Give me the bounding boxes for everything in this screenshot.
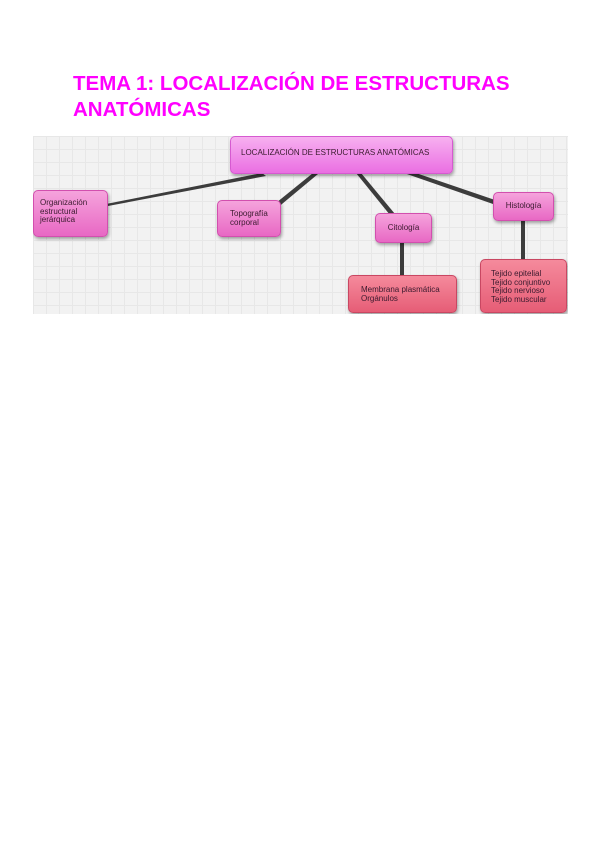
node-organizacion-estructural: Organización estructural jerárquica xyxy=(33,190,108,237)
node-topografia-line-1: Topografía xyxy=(230,209,268,218)
concept-map-edges xyxy=(106,170,525,276)
edge-citologia-detalle xyxy=(400,242,404,276)
node-localizacion-estructuras: LOCALIZACIÓN DE ESTRUCTURAS ANATÓMICAS xyxy=(230,136,453,174)
edge-histologia-detalle xyxy=(521,220,525,260)
node-citologia-detalle: Membrana plasmática Orgánulos xyxy=(348,275,457,313)
node-citologia-detalle-line-2: Orgánulos xyxy=(361,293,398,303)
node-organizacion-line-1: Organización xyxy=(40,198,88,207)
concept-map-canvas: LOCALIZACIÓN DE ESTRUCTURAS ANATÓMICAS O… xyxy=(33,136,568,314)
node-citologia-label: Citología xyxy=(387,223,420,232)
page-title: TEMA 1: LOCALIZACIÓN DE ESTRUCTURAS ANAT… xyxy=(73,72,510,121)
edge-root-citologia xyxy=(356,173,395,215)
node-histologia-detalle-line-1: Tejido epitelial xyxy=(491,269,542,278)
node-organizacion-line-2: estructural xyxy=(40,206,78,216)
node-citologia-detalle-line-1: Membrana plasmática xyxy=(361,285,440,294)
edge-root-histologia xyxy=(404,170,495,204)
node-histologia: Histología xyxy=(493,192,554,221)
node-organizacion-line-3: jerárquica xyxy=(40,215,76,224)
node-histologia-label: Histología xyxy=(505,201,542,210)
edge-root-organizacion xyxy=(106,173,266,206)
node-root-label: LOCALIZACIÓN DE ESTRUCTURAS ANATÓMICAS xyxy=(241,148,430,157)
node-histologia-detalle-line-4: Tejido muscular xyxy=(491,294,547,304)
node-topografia-corporal: Topografía corporal xyxy=(217,200,281,237)
node-histologia-detalle: Tejido epitelial Tejido conjuntivo Tejid… xyxy=(480,259,567,313)
node-histologia-detalle-line-3: Tejido nervioso xyxy=(491,286,545,295)
node-topografia-line-2: corporal xyxy=(230,217,259,227)
node-citologia: Citología xyxy=(375,213,432,243)
node-histologia-detalle-line-2: Tejido conjuntivo xyxy=(491,277,551,287)
edge-root-topografia xyxy=(271,173,318,209)
